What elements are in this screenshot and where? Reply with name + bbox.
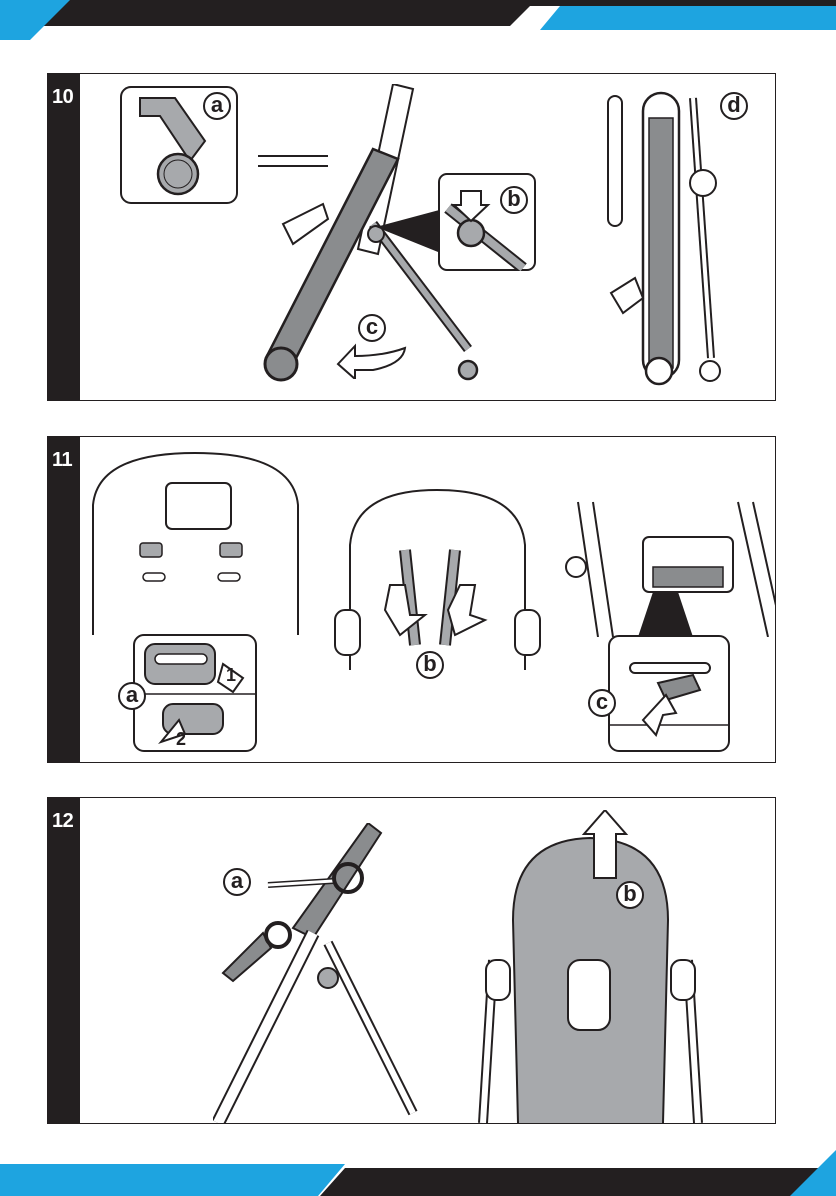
callout-c: c bbox=[588, 689, 616, 717]
folded-chair-illustration bbox=[603, 88, 733, 388]
step-10-panel: 10 a b c bbox=[47, 73, 776, 401]
underside-slot-illustration bbox=[558, 497, 776, 637]
step-12-panel: 12 a b bbox=[47, 797, 776, 1124]
strap-removal-detail-illustration bbox=[133, 634, 258, 752]
step-number-bar: 11 bbox=[48, 437, 80, 762]
step-11-panel: 11 a 1 2 b bbox=[47, 436, 776, 763]
callout-1: 1 bbox=[226, 665, 236, 686]
callout-d: d bbox=[720, 92, 748, 120]
callout-c: c bbox=[358, 314, 386, 342]
seat-back-slots-illustration bbox=[88, 445, 303, 635]
callout-2: 2 bbox=[176, 729, 186, 750]
step-number-bar: 12 bbox=[48, 798, 80, 1123]
step-number: 10 bbox=[52, 86, 73, 109]
step-number-bar: 10 bbox=[48, 74, 80, 400]
step-number: 12 bbox=[52, 810, 73, 833]
callout-b: b bbox=[500, 186, 528, 214]
callout-b: b bbox=[416, 651, 444, 679]
callout-b: b bbox=[616, 881, 644, 909]
slot-detail-illustration bbox=[608, 635, 730, 752]
callout-a: a bbox=[223, 868, 251, 896]
bottom-footer-band bbox=[0, 1150, 836, 1196]
callout-a: a bbox=[203, 92, 231, 120]
callout-a: a bbox=[118, 682, 146, 710]
seat-cover-removal-illustration bbox=[468, 810, 713, 1123]
top-header-band bbox=[0, 0, 836, 40]
harness-removal-illustration bbox=[330, 485, 545, 670]
step-number: 11 bbox=[52, 449, 72, 472]
seat-recline-illustration bbox=[213, 823, 443, 1123]
